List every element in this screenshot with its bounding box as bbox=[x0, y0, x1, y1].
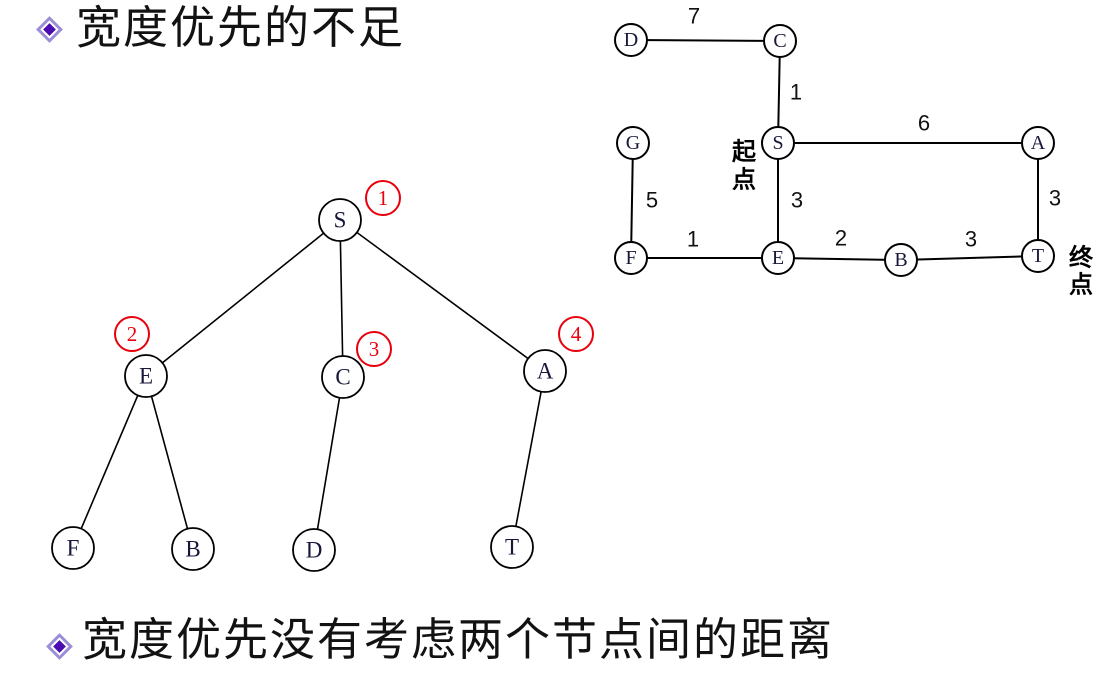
tree-node-label-E: E bbox=[139, 364, 153, 389]
tree-edge-S-A bbox=[339, 219, 546, 372]
tree-visit-order-badge-3: 3 bbox=[369, 337, 380, 361]
graph-node-C bbox=[763, 24, 797, 58]
graph-node-label-D: D bbox=[624, 29, 638, 51]
graph-end-point-label-char-1: 点 bbox=[1069, 272, 1093, 299]
graph-node-label-T: T bbox=[1032, 245, 1044, 267]
graph-node-S bbox=[761, 126, 795, 160]
graph-node-B bbox=[884, 243, 918, 277]
graph-node-label-F: F bbox=[625, 247, 636, 269]
bfs-tree-diagram: S E C A F B D T 1 2 3 4 bbox=[51, 180, 594, 572]
tree-node-label-B: B bbox=[185, 537, 200, 562]
tree-edge-A-T bbox=[511, 370, 546, 548]
graph-edge-weight-S-E: 3 bbox=[791, 188, 803, 213]
tree-node-label-A: A bbox=[537, 359, 554, 384]
tree-node-B bbox=[171, 527, 215, 571]
graph-edge-weight-A-T: 3 bbox=[1049, 186, 1061, 211]
tree-node-F bbox=[51, 526, 95, 570]
tree-visit-order-badge-1: 1 bbox=[378, 186, 389, 210]
tree-node-label-F: F bbox=[67, 536, 80, 561]
graph-edge-E-B bbox=[777, 257, 902, 261]
graph-end-point-label: 终点 bbox=[1069, 244, 1094, 299]
graph-start-point-label-char-1: 点 bbox=[732, 167, 756, 194]
tree-edge-S-C bbox=[339, 219, 344, 378]
graph-start-point-label-char-0: 起 bbox=[731, 139, 757, 166]
tree-edge-C-D bbox=[313, 376, 344, 551]
graph-edge-weight-C-S: 1 bbox=[790, 80, 802, 105]
graph-edge-C-S bbox=[777, 40, 781, 144]
bullet-text-top: 宽度优先的不足 bbox=[76, 3, 406, 53]
graph-node-label-C: C bbox=[773, 30, 786, 52]
graph-edge-weight-F-E: 1 bbox=[687, 227, 699, 252]
graph-node-F bbox=[614, 241, 648, 275]
graph-node-G bbox=[616, 126, 650, 160]
graph-edge-D-C bbox=[630, 39, 781, 42]
tree-node-T bbox=[490, 525, 534, 569]
graph-edge-weight-D-C: 7 bbox=[688, 4, 700, 29]
tree-node-label-D: D bbox=[306, 538, 323, 563]
graph-node-label-B: B bbox=[894, 249, 907, 271]
graph-edge-weight-S-A: 6 bbox=[918, 111, 930, 136]
graph-edge-B-T bbox=[900, 255, 1039, 261]
tree-node-label-T: T bbox=[505, 535, 519, 560]
tree-node-D bbox=[292, 528, 336, 572]
graph-edge-weight-B-T: 3 bbox=[965, 227, 977, 252]
diamond-bullet-inner bbox=[53, 640, 66, 653]
graph-node-D bbox=[614, 23, 648, 57]
graph-node-A bbox=[1021, 126, 1055, 160]
graph-edge-weight-G-F: 5 bbox=[646, 188, 658, 213]
graph-node-label-G: G bbox=[626, 132, 640, 154]
tree-visit-order-badge-4: 4 bbox=[571, 322, 582, 346]
tree-visit-order-badge-circle-2 bbox=[114, 316, 150, 352]
tree-node-C bbox=[321, 355, 365, 399]
graph-end-point-label-char-0: 终 bbox=[1069, 244, 1094, 272]
tree-visit-order-badge-2: 2 bbox=[127, 322, 138, 346]
tree-visit-order-badge-circle-1 bbox=[365, 180, 401, 216]
graph-edge-G-F bbox=[630, 142, 634, 259]
graph-node-T bbox=[1021, 239, 1055, 273]
graph-node-label-A: A bbox=[1031, 132, 1046, 154]
tree-visit-order-badge-circle-3 bbox=[356, 331, 392, 367]
graph-edge-weight-E-B: 2 bbox=[835, 226, 847, 251]
tree-node-label-C: C bbox=[335, 365, 350, 390]
graph-start-point-label: 起点 bbox=[731, 139, 757, 194]
tree-node-A bbox=[523, 349, 567, 393]
tree-node-S bbox=[318, 198, 362, 242]
tree-edge-E-F bbox=[72, 375, 147, 549]
graph-node-E bbox=[761, 241, 795, 275]
tree-edge-S-E bbox=[145, 219, 341, 377]
tree-node-E bbox=[124, 354, 168, 398]
tree-node-label-S: S bbox=[334, 208, 347, 233]
graph-node-label-E: E bbox=[772, 247, 784, 269]
tree-edge-E-B bbox=[145, 375, 194, 550]
graph-node-label-S: S bbox=[772, 132, 783, 154]
bullet-text-bottom: 宽度优先没有考虑两个节点间的距离 bbox=[82, 615, 835, 665]
tree-visit-order-badge-circle-4 bbox=[558, 316, 594, 352]
